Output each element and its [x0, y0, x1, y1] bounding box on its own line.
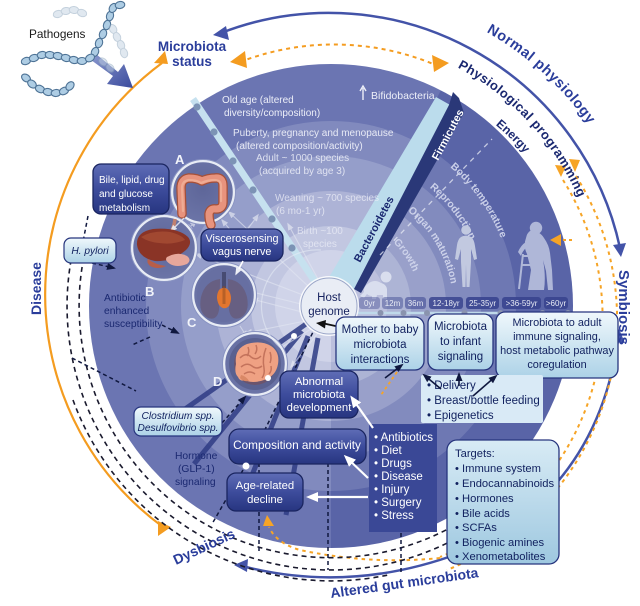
svg-text:• Xenometabolites: • Xenometabolites — [455, 551, 546, 563]
svg-text:(6 mo-1 yr): (6 mo-1 yr) — [276, 206, 325, 217]
svg-text:• Disease: • Disease — [374, 471, 423, 483]
svg-text:(GLP-1): (GLP-1) — [178, 464, 215, 475]
svg-text:• Hormones: • Hormones — [455, 493, 514, 505]
svg-text:• Bile acids: • Bile acids — [455, 508, 510, 520]
svg-text:• Delivery: • Delivery — [427, 380, 476, 392]
svg-text:interactions: interactions — [351, 354, 410, 366]
svg-text:• Drugs: • Drugs — [374, 458, 412, 470]
svg-text:• Endocannabinoids: • Endocannabinoids — [455, 478, 554, 490]
svg-text:• Breast/bottle feeding: • Breast/bottle feeding — [427, 395, 540, 407]
svg-text:signaling: signaling — [175, 477, 216, 488]
svg-text:Desulfovibrio spp.: Desulfovibrio spp. — [138, 423, 219, 434]
svg-text:microbiota: microbiota — [293, 389, 346, 401]
svg-text:>36-59yr: >36-59yr — [506, 299, 538, 308]
svg-text:(altered composition/activity): (altered composition/activity) — [236, 141, 363, 152]
svg-text:development: development — [287, 402, 353, 414]
svg-text:Weaning ~ 700 species: Weaning ~ 700 species — [275, 193, 379, 204]
svg-text:12m: 12m — [385, 299, 401, 308]
svg-text:0yr: 0yr — [364, 299, 375, 308]
svg-text:• Biogenic amines: • Biogenic amines — [455, 537, 545, 549]
svg-text:• Stress: • Stress — [374, 510, 414, 522]
svg-text:signaling: signaling — [438, 351, 483, 363]
svg-text:metabolism: metabolism — [99, 203, 150, 214]
svg-text:host metabolic pathway: host metabolic pathway — [500, 345, 614, 357]
svg-text:Disease: Disease — [28, 262, 44, 315]
svg-text:Age-related: Age-related — [236, 480, 294, 492]
svg-text:susceptibility: susceptibility — [104, 319, 163, 330]
svg-text:Hormone: Hormone — [175, 451, 218, 462]
svg-text:• Diet: • Diet — [374, 445, 402, 457]
svg-text:• Epigenetics: • Epigenetics — [427, 410, 494, 422]
svg-text:• Immune system: • Immune system — [455, 463, 541, 475]
svg-text:Host: Host — [317, 292, 341, 304]
svg-text:Dysbiosis: Dysbiosis — [171, 525, 238, 568]
svg-text:Microbiota to adult: Microbiota to adult — [513, 317, 602, 329]
svg-text:vagus nerve: vagus nerve — [213, 246, 272, 258]
svg-text:A: A — [175, 152, 185, 167]
svg-text:Antibiotic: Antibiotic — [104, 293, 146, 304]
svg-text:• Surgery: • Surgery — [374, 497, 422, 509]
svg-text:Puberty, pregnancy and menopau: Puberty, pregnancy and menopause — [233, 128, 394, 139]
svg-text:Abnormal: Abnormal — [295, 376, 343, 388]
svg-text:Old age (altered: Old age (altered — [222, 95, 294, 106]
svg-text:coregulation: coregulation — [527, 359, 586, 371]
svg-text:Birth ~100: Birth ~100 — [297, 226, 343, 237]
svg-text:microbiota: microbiota — [353, 339, 407, 351]
svg-text:Microbiota: Microbiota — [158, 39, 227, 54]
svg-text:Targets:: Targets: — [455, 448, 495, 460]
svg-text:C: C — [187, 315, 197, 330]
svg-text:(acquired by age 3): (acquired by age 3) — [259, 166, 345, 177]
svg-text:25-35yr: 25-35yr — [469, 299, 496, 308]
svg-text:enhanced: enhanced — [104, 306, 150, 317]
svg-text:species: species — [303, 239, 337, 250]
svg-text:H. pylori: H. pylori — [71, 246, 109, 257]
svg-text:diversity/composition): diversity/composition) — [224, 108, 320, 119]
svg-text:immune signaling,: immune signaling, — [513, 331, 601, 343]
svg-text:36m: 36m — [408, 299, 424, 308]
svg-text:Viscerosensing: Viscerosensing — [205, 233, 278, 245]
svg-text:genome: genome — [308, 306, 350, 318]
svg-text:• Antibiotics: • Antibiotics — [374, 432, 433, 444]
svg-text:Microbiota: Microbiota — [434, 321, 488, 333]
svg-text:Mother to baby: Mother to baby — [342, 324, 419, 336]
svg-text:Pathogens: Pathogens — [29, 27, 86, 41]
svg-text:Bile, lipid, drug: Bile, lipid, drug — [99, 175, 165, 186]
svg-text:Clostridium spp.: Clostridium spp. — [141, 411, 214, 422]
svg-text:Adult ~ 1000 species: Adult ~ 1000 species — [256, 153, 349, 164]
svg-text:Symbiosis: Symbiosis — [615, 270, 632, 345]
svg-text:• SCFAs: • SCFAs — [455, 522, 497, 534]
svg-text:B: B — [145, 284, 154, 299]
svg-text:Normal physiology: Normal physiology — [484, 22, 598, 128]
svg-text:>60yr: >60yr — [546, 299, 567, 308]
svg-text:and glucose: and glucose — [99, 189, 153, 200]
svg-text:Bifidobacteria: Bifidobacteria — [371, 90, 435, 102]
svg-text:12-18yr: 12-18yr — [432, 299, 459, 308]
svg-text:status: status — [172, 54, 212, 69]
svg-text:• Injury: • Injury — [374, 484, 410, 496]
svg-text:to infant: to infant — [440, 336, 482, 348]
svg-text:Composition and activity: Composition and activity — [233, 438, 361, 452]
svg-text:D: D — [213, 374, 222, 389]
svg-text:decline: decline — [247, 494, 283, 506]
